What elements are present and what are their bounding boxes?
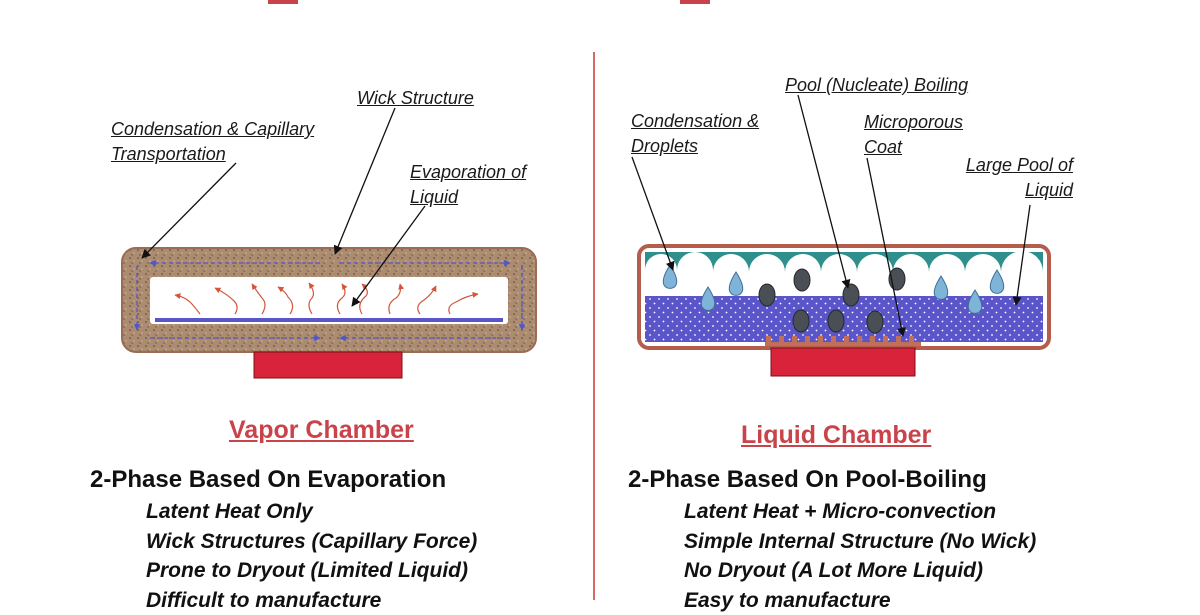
wick-structure-label: Wick Structure xyxy=(357,86,474,111)
condensation-capillary-label-line1: Condensation & Capillary xyxy=(111,117,314,142)
microporous-label-line1: Microporous xyxy=(864,110,963,135)
pool-boiling-label: Pool (Nucleate) Boiling xyxy=(785,73,968,98)
top-title-fragment xyxy=(680,0,710,4)
top-title-fragment xyxy=(268,0,298,4)
liquid-feature-item: Simple Internal Structure (No Wick) xyxy=(684,527,1036,557)
vapor-feature-list: Latent Heat Only Wick Structures (Capill… xyxy=(146,497,477,615)
vapor-cavity xyxy=(150,277,508,324)
condensation-droplets-label-line2: Droplets xyxy=(631,134,698,159)
microporous-label-line2: Coat xyxy=(864,135,902,160)
liquid-feature-item: Easy to manufacture xyxy=(684,586,1036,615)
liquid-feature-item: Latent Heat + Micro-convection xyxy=(684,497,1036,527)
evaporation-label-line2: Liquid xyxy=(410,185,458,210)
large-pool-label-line2: Liquid xyxy=(930,178,1073,203)
wick-leader-line xyxy=(335,108,395,254)
vapor-feature-item: Prone to Dryout (Limited Liquid) xyxy=(146,556,477,586)
vapor-liquid-film xyxy=(155,318,503,322)
vapor-feature-item: Wick Structures (Capillary Force) xyxy=(146,527,477,557)
vapor-feature-item: Latent Heat Only xyxy=(146,497,477,527)
liquid-feature-item: No Dryout (A Lot More Liquid) xyxy=(684,556,1036,586)
vapor-heading: 2-Phase Based On Evaporation xyxy=(90,466,446,494)
liquid-heading: 2-Phase Based On Pool-Boiling xyxy=(628,466,987,494)
liquid-heat-source xyxy=(771,348,915,376)
condensation-capillary-label-line2: Transportation xyxy=(111,142,226,167)
condensation-leader-line xyxy=(142,163,236,258)
liquid-chamber-title: Liquid Chamber xyxy=(741,421,931,450)
vapor-heat-source xyxy=(254,352,402,378)
vapor-feature-item: Difficult to manufacture xyxy=(146,586,477,615)
vapor-chamber-title: Vapor Chamber xyxy=(229,416,414,445)
liquid-feature-list: Latent Heat + Micro-convection Simple In… xyxy=(684,497,1036,615)
evaporation-label-line1: Evaporation of xyxy=(410,160,526,185)
large-pool-label-line1: Large Pool of xyxy=(930,153,1073,178)
condensation-droplets-label-line1: Condensation & xyxy=(631,109,759,134)
